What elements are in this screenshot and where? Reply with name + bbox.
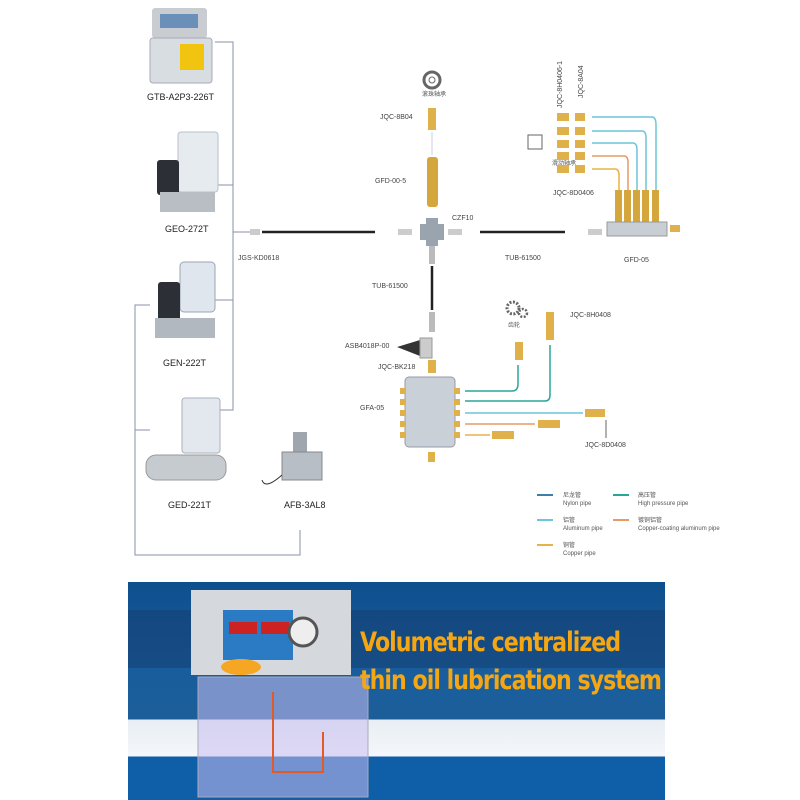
part-label-jqc-8d0406: JQC-8D0406 (553, 190, 594, 197)
product-label: AFB-3AL8 (284, 500, 326, 510)
part-label-tub-horizontal: TUB-61500 (505, 255, 541, 262)
part-label-jgs: JGS-KD0618 (238, 255, 279, 262)
part-label-gfa-05: GFA-05 (360, 405, 384, 412)
pump-gen-222t (155, 261, 216, 338)
sliding-bearing-label: 滑动轴承 (552, 159, 576, 167)
legend-cn: 铝管 (563, 516, 575, 524)
part-label-tub-vertical: TUB-61500 (372, 283, 408, 290)
distributor-gfd-05 (606, 190, 680, 237)
lubrication-system-diagram: GTB-A2P3-226T GEO-272T GEN-222T GED-221T… (134, 8, 720, 557)
banner-title-line2: thin oil lubrication system (360, 665, 662, 696)
cross-fitting-czf10 (420, 218, 444, 246)
banner-title-line1: Volumetric centralized (360, 627, 621, 658)
fitting-jqc-bk218 (428, 360, 436, 373)
part-label-gfd-05: GFD-05 (624, 257, 649, 264)
legend-en: Aluminum pipe (563, 526, 603, 532)
part-label-asb4018p-00: ASB4018P-00 (345, 343, 389, 350)
rolling-bearing-label: 滚珠轴承 (422, 90, 446, 98)
part-label-gfd-00-5: GFD-00-5 (375, 178, 406, 185)
legend-en: Copper-coating aluminum pipe (638, 526, 720, 532)
part-label-czf10: CZF10 (452, 215, 474, 222)
part-label-jqc-8h0406-1: JQC-8H0406-1 (557, 61, 564, 108)
legend-cn: 高压管 (638, 491, 656, 499)
injector-gfd-00-5 (427, 157, 438, 207)
product-banner: Volumetric centralized thin oil lubricat… (128, 582, 665, 800)
banner-title: Volumetric centralized thin oil lubricat… (360, 624, 662, 700)
bearing-icon (422, 70, 442, 90)
part-label-jqc-8h0408: JQC-8H0408 (570, 312, 611, 319)
legend-cn: 镀铜铝管 (638, 516, 662, 524)
part-label-jqc-8d0408: JQC-8D0408 (585, 442, 626, 449)
legend-en: Nylon pipe (563, 501, 592, 507)
gear-icon (505, 300, 529, 319)
pipes-to-gfd-05 (592, 116, 657, 190)
sliding-bearing-icon (527, 134, 543, 150)
gear-label: 齿轮 (508, 321, 520, 329)
legend-en: High pressure pipe (638, 501, 689, 507)
valve-asb4018p-00 (397, 337, 433, 359)
pump-geo-272t (157, 131, 219, 212)
pump-afb-3al8 (261, 432, 323, 485)
product-label: GEN-222T (163, 358, 207, 368)
legend-cn: 尼龙管 (563, 491, 581, 499)
main-pipe (250, 229, 602, 235)
part-label-jqc-8b04: JQC-8B04 (380, 114, 413, 121)
pipe-legend: 尼龙管 Nylon pipe 高压管 High pressure pipe 铝管… (537, 491, 720, 557)
fittings-jqc-8d0406 (557, 113, 585, 173)
distributor-gfa-05 (400, 376, 460, 462)
pump-ged-221t (145, 397, 227, 481)
fitting-jqc-8b04 (428, 108, 436, 130)
product-label: GED-221T (168, 500, 212, 510)
part-label-jqc-8a04: JQC-8A04 (578, 65, 585, 98)
connection-brackets (134, 41, 301, 556)
legend-en: Copper pipe (563, 551, 596, 557)
legend-cn: 铜管 (563, 541, 575, 549)
part-label-jqc-bk218: JQC-BK218 (378, 364, 415, 371)
pump-gtb-a2p3-226t (149, 8, 213, 84)
product-label: GTB-A2P3-226T (147, 92, 215, 102)
product-label: GEO-272T (165, 224, 209, 234)
lubrication-pump-image (191, 590, 369, 798)
fittings-jqc-8d0408 (492, 312, 605, 439)
pipes-from-gfa-05 (465, 345, 583, 436)
